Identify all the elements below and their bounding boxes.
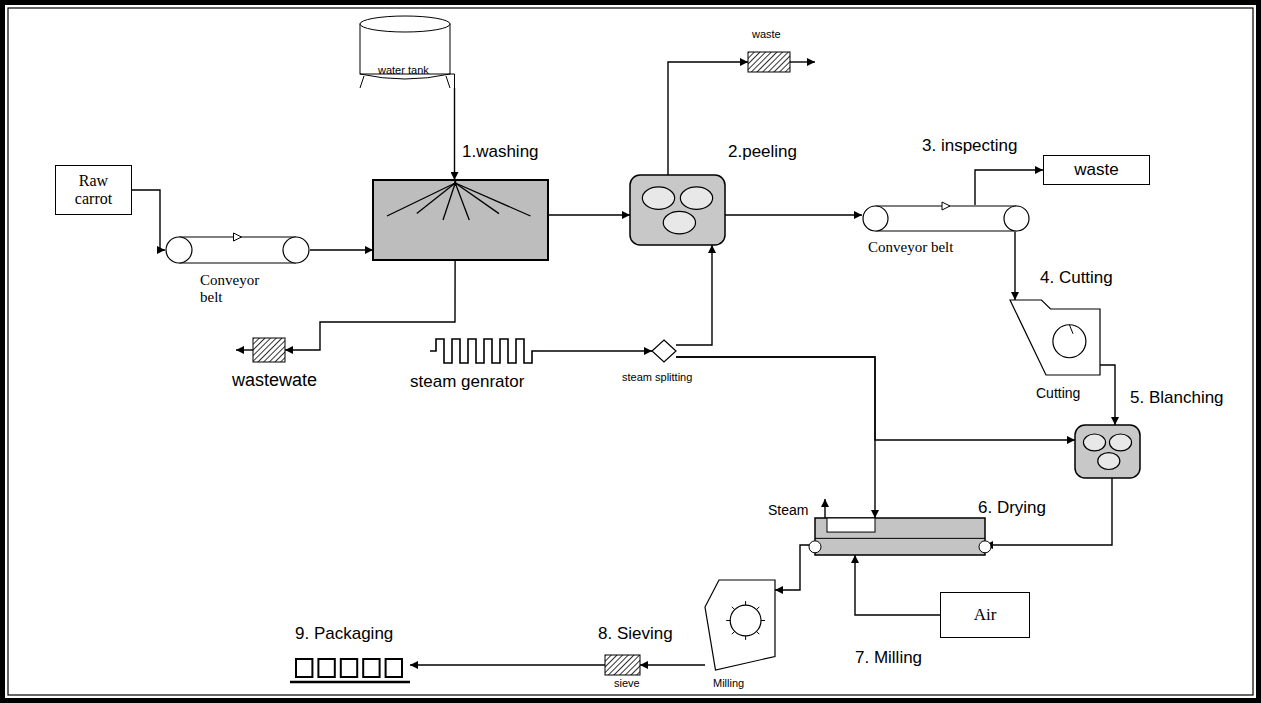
diamond-outline <box>652 340 676 362</box>
conv-outline <box>862 205 1030 232</box>
flow-arrow <box>676 357 875 518</box>
node-label: Steam <box>768 502 808 518</box>
node-label: Cutting <box>1036 385 1080 401</box>
conv-outline <box>165 236 310 264</box>
blanching-unit: 5. Blanching <box>1075 425 1140 478</box>
hatch-outline <box>748 52 790 72</box>
node-label: 5. Blanching <box>1130 388 1224 408</box>
washer-outline <box>373 180 548 260</box>
node-label: 2.peeling <box>728 142 797 162</box>
packaging-line: 9. Packaging <box>290 655 410 685</box>
flow-arrow <box>132 190 165 250</box>
node-label: 4. Cutting <box>1040 268 1113 288</box>
node-label: 9. Packaging <box>295 624 393 644</box>
flow-arrow <box>1100 365 1115 425</box>
cutting-machine: 4. CuttingCutting <box>1010 300 1100 375</box>
flow-arrow <box>410 664 605 665</box>
waste-bin: waste <box>748 52 790 72</box>
steam-generator: steam genrator <box>430 337 540 365</box>
outer-frame <box>3 3 1259 701</box>
milling-machine: 7. MillingMilling <box>705 580 775 670</box>
waste-outlet <box>790 61 815 62</box>
node-label: steam genrator <box>410 372 524 392</box>
tank-outline <box>350 14 460 88</box>
flow-arrow <box>285 260 455 350</box>
node-label: waste <box>752 28 781 41</box>
dryer-outline <box>815 518 985 555</box>
zig-outline <box>430 337 540 365</box>
rollers-outline <box>1075 425 1140 478</box>
mill-outline <box>705 580 775 670</box>
drying-unit: 6. DryingSteam <box>815 518 985 555</box>
flow-arrow <box>310 249 373 250</box>
flow-arrow <box>454 88 455 180</box>
input-box: Raw carrot <box>55 165 132 215</box>
flow-arrow <box>975 170 1043 205</box>
node-label: 8. Sieving <box>598 624 673 644</box>
hatch-outline <box>605 655 640 675</box>
flow-arrow <box>640 664 705 665</box>
node-label: 3. inspecting <box>922 136 1017 156</box>
flow-arrow <box>1014 232 1015 300</box>
conveyor-belt: Conveyor belt <box>165 236 310 264</box>
node-label: Raw carrot <box>59 172 128 209</box>
node-label: sieve <box>614 677 640 690</box>
hatch-outline <box>253 338 285 362</box>
flow-arrow <box>855 555 940 615</box>
flow-arrow <box>676 357 1075 440</box>
sieve: 8. Sievingsieve <box>605 655 640 675</box>
wastewater-outlet <box>236 349 253 350</box>
flow-arrow <box>548 214 630 215</box>
node-label: Milling <box>713 677 744 690</box>
node-label: 6. Drying <box>978 498 1046 518</box>
steam-outlet <box>824 499 825 518</box>
flow-arrow <box>676 245 712 345</box>
node-label: 1.washing <box>462 142 539 162</box>
flow-arrow <box>540 350 652 351</box>
water-tank: water tank <box>350 14 460 88</box>
node-label: steam splitting <box>622 371 692 384</box>
flow-arrow <box>775 545 815 590</box>
node-label: Conveyor belt <box>200 272 280 307</box>
inner-frame <box>8 8 1253 695</box>
node-label: Air <box>944 605 1026 625</box>
peeling-unit: 2.peeling <box>630 175 725 245</box>
node-label: Conveyor belt <box>868 239 953 256</box>
pack-outline <box>290 655 410 685</box>
inspection-belt: 3. inspectingConveyor belt <box>862 205 1030 232</box>
flow-arrow <box>725 214 862 215</box>
node-label: wastewate <box>232 370 317 391</box>
rollers-outline <box>630 175 725 245</box>
node-label: 7. Milling <box>855 648 922 668</box>
washing-unit: 1.washing <box>373 180 548 260</box>
steam-splitter: steam splitting <box>652 340 676 362</box>
wastewater-outlet: wastewate <box>253 338 285 362</box>
air-box: Air <box>940 592 1030 638</box>
cutter-outline <box>1010 300 1100 375</box>
node-label: waste <box>1047 160 1146 180</box>
waste-box: waste <box>1043 155 1150 185</box>
node-label: water tank <box>378 64 429 77</box>
